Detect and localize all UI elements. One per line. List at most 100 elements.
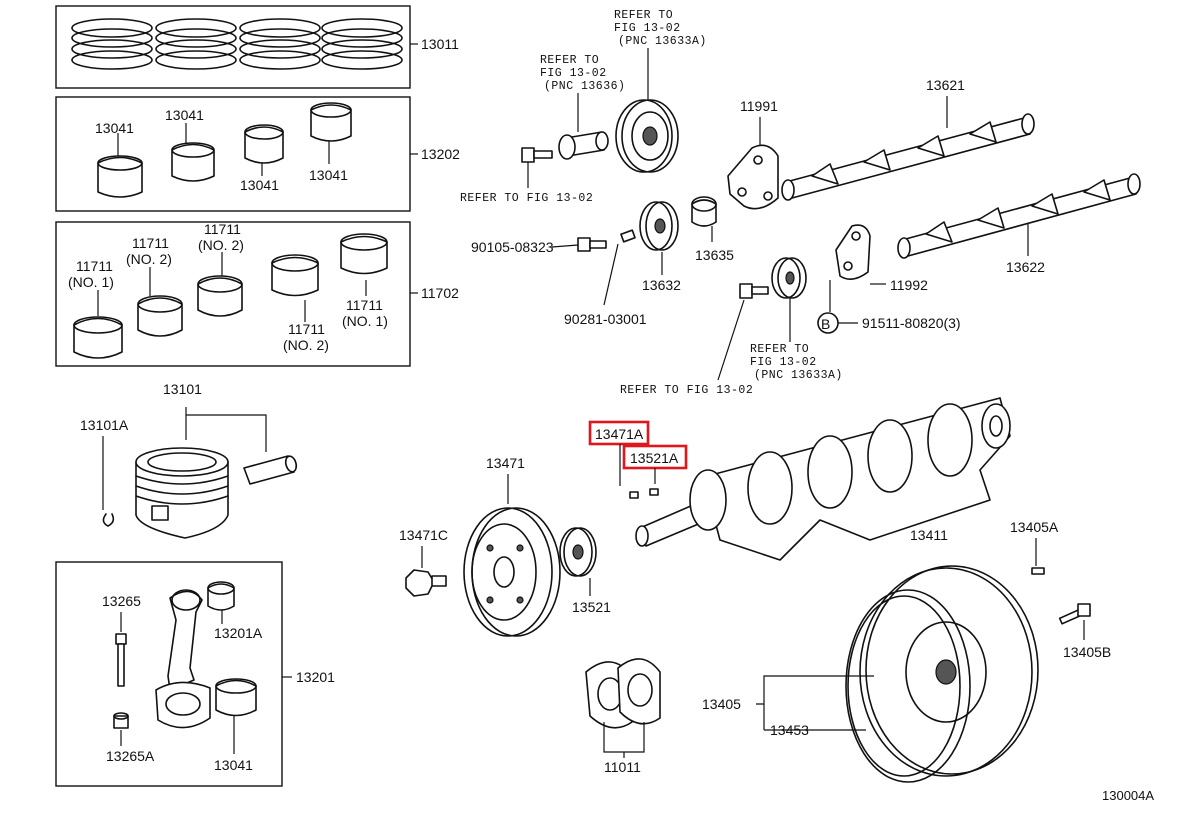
bearing-shell-2	[171, 142, 215, 182]
washer-label-2[interactable]: 11711	[132, 235, 169, 251]
piston-label[interactable]: 13101	[163, 381, 202, 397]
bearing-label-3[interactable]: 13041	[240, 177, 279, 193]
washer-label-4-sub: (NO. 2)	[283, 337, 329, 353]
bolt-91511-label[interactable]: 91511-80820(3)	[862, 315, 961, 331]
washer-label-3-sub: (NO. 2)	[198, 237, 244, 253]
housing-11991	[727, 144, 779, 210]
highlight-13471a: 13471A	[588, 420, 650, 446]
pulley-bolt	[405, 569, 447, 597]
thrust-washers-11011	[585, 658, 661, 729]
key-90281-label[interactable]: 90281-03001	[564, 311, 647, 327]
thrust-washer-box	[55, 221, 411, 367]
housing-11992-label[interactable]: 11992	[890, 277, 928, 293]
piston-ring-stack-3	[239, 18, 321, 70]
gear-13633	[771, 257, 807, 299]
callout-b[interactable]: B	[821, 316, 830, 332]
housing-11991-label[interactable]: 11991	[740, 98, 778, 114]
bushing-13635-label[interactable]: 13635	[695, 247, 734, 263]
piston-body	[135, 447, 229, 539]
rod-nut	[113, 712, 129, 729]
flywheel-bolt-label[interactable]: 13405B	[1063, 644, 1111, 660]
dowel-label[interactable]: 13405A	[1010, 519, 1059, 535]
svg-text:REFER TO: REFER TO	[614, 9, 673, 22]
bolt-90105-label[interactable]: 90105-08323	[471, 239, 554, 255]
svg-text:FIG 13-02: FIG 13-02	[614, 22, 681, 35]
reference-note-1: REFER TO FIG 13-02 (PNC 13636)	[540, 54, 625, 93]
crankshaft-label[interactable]: 13411	[910, 527, 948, 543]
main-bearing-3	[197, 275, 243, 317]
rod-nut-label[interactable]: 13265A	[106, 748, 155, 764]
reference-note-4: REFER TO FIG 13-02 (PNC 13633A)	[750, 343, 842, 382]
washer-label-5-sub: (NO. 1)	[342, 313, 388, 329]
bearing-shell-1	[97, 155, 143, 198]
top-bolt	[521, 147, 553, 163]
main-bearing-2	[137, 295, 183, 337]
idler-shaft	[558, 131, 609, 160]
highlight-label-13521a[interactable]: 13521A	[630, 450, 679, 466]
key-13521a	[649, 488, 659, 496]
camshaft-13621-label[interactable]: 13621	[926, 77, 965, 93]
washer-label-2-sub: (NO. 2)	[126, 251, 172, 267]
pulley-label[interactable]: 13471	[486, 455, 525, 471]
camshaft-13621	[781, 113, 1035, 201]
piston-ring-stack-4	[321, 18, 403, 70]
timing-gear	[615, 99, 679, 173]
gear-13632-label[interactable]: 13632	[642, 277, 681, 293]
ring-gear-label[interactable]: 13453	[770, 722, 809, 738]
camshaft-13622-label[interactable]: 13622	[1006, 259, 1045, 275]
key-90281	[620, 229, 636, 243]
bolt-90105	[577, 237, 607, 252]
bearing-label-2[interactable]: 13041	[165, 107, 204, 123]
rod-bearing-label[interactable]: 13041	[214, 757, 253, 773]
bearing-shell-3	[244, 124, 284, 164]
thrust-washer-label[interactable]: 11011	[604, 759, 641, 775]
key-13471a	[629, 491, 639, 499]
thrust-washer-group: 11702 11711 (NO. 1) 11711 (NO. 2) 11711 …	[55, 221, 459, 367]
rod-bushing-label[interactable]: 13201A	[214, 625, 263, 641]
piston-clip	[102, 513, 115, 527]
crank-bearing-group: 13202 13041 13041 13041 13041	[55, 96, 460, 212]
bearing-label-1[interactable]: 13041	[95, 120, 134, 136]
main-bearing-5	[340, 233, 388, 275]
bearing-label-4[interactable]: 13041	[309, 167, 348, 183]
svg-text:(PNC 13633A): (PNC 13633A)	[618, 35, 707, 48]
connecting-rod	[155, 589, 211, 729]
crank-sprocket	[559, 527, 597, 577]
pulley-bolt-label[interactable]: 13471C	[399, 527, 448, 543]
washer-label-3[interactable]: 11711	[204, 221, 241, 237]
piston-clip-label[interactable]: 13101A	[80, 417, 129, 433]
gear-bolt	[739, 283, 769, 299]
ring-gear	[845, 589, 971, 783]
rod-bolt	[115, 633, 127, 687]
main-bearing-4	[271, 254, 319, 297]
svg-text:FIG 13-02: FIG 13-02	[750, 356, 817, 369]
piston-ring-code[interactable]: 13011	[421, 36, 459, 52]
crank-bearing-code[interactable]: 13202	[421, 146, 460, 162]
dowel-pin	[1031, 567, 1045, 575]
flywheel-label[interactable]: 13405	[702, 696, 741, 712]
connecting-rod-code[interactable]: 13201	[296, 669, 335, 685]
washer-label-1[interactable]: 11711	[76, 258, 113, 274]
washer-label-1-sub: (NO. 1)	[68, 274, 114, 290]
rod-bushing	[207, 581, 235, 611]
sprocket-label[interactable]: 13521	[572, 599, 611, 615]
crankshaft-pulley	[463, 507, 561, 637]
thrust-washer-code[interactable]: 11702	[421, 285, 459, 301]
highlight-label-13471a[interactable]: 13471A	[595, 426, 644, 442]
washer-label-5[interactable]: 11711	[346, 297, 383, 313]
housing-11992	[835, 224, 871, 280]
rod-bolt-label[interactable]: 13265	[102, 593, 141, 609]
reference-note-5: REFER TO FIG 13-02	[620, 384, 753, 397]
main-bearing-1	[73, 316, 123, 359]
bushing-13635	[691, 196, 717, 227]
crankshaft	[635, 397, 1011, 561]
svg-text:REFER TO: REFER TO	[540, 54, 599, 67]
svg-text:FIG 13-02: FIG 13-02	[540, 67, 607, 80]
rod-bearing	[215, 678, 257, 717]
reference-note-2: REFER TO FIG 13-02 (PNC 13633A)	[614, 9, 707, 48]
washer-label-4[interactable]: 11711	[288, 321, 325, 337]
connecting-rod-group: 13201 13265 13201A 13041	[55, 561, 335, 787]
bearing-shell-4	[310, 102, 352, 142]
